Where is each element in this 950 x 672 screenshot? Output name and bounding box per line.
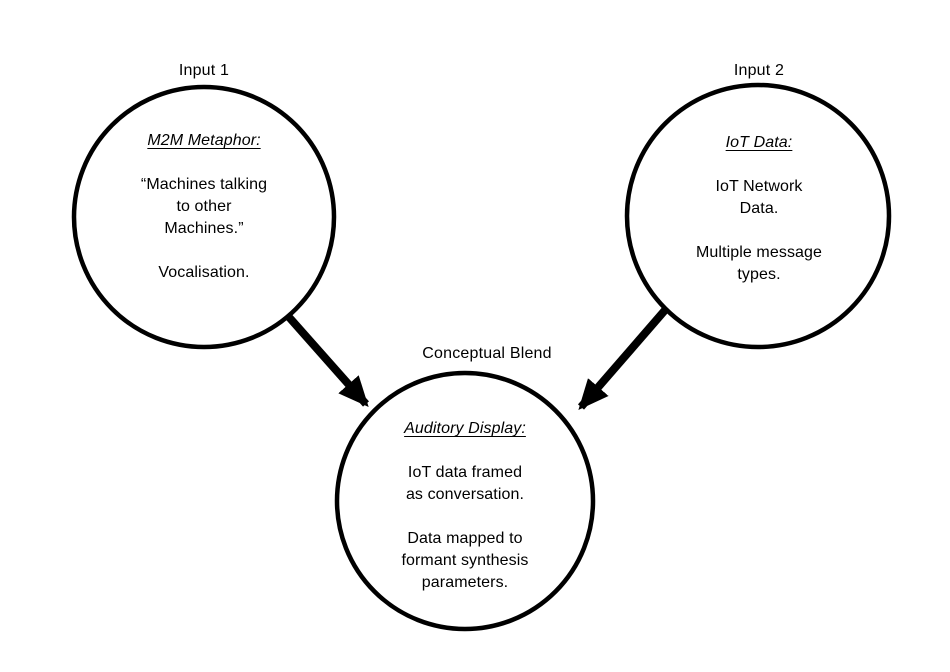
- input1-title: Input 1: [178, 62, 230, 79]
- arrow-input2-to-blend-icon: [577, 306, 670, 411]
- input2-content: IoT Data: IoT Network Data. Multiple mes…: [654, 132, 864, 286]
- input2-circle: [624, 82, 892, 350]
- input2-paragraph-1: IoT Network Data.: [715, 178, 803, 217]
- input1-heading: M2M Metaphor:: [147, 132, 261, 149]
- input2-paragraph-2: Multiple message types.: [695, 244, 823, 283]
- input1-paragraph-1: “Machines talking to other Machines.”: [140, 176, 268, 237]
- input1-content: M2M Metaphor: “Machines talking to other…: [104, 130, 304, 284]
- arrow-input1-to-blend-icon: [285, 313, 369, 407]
- blend-content: Auditory Display: IoT data framed as con…: [360, 418, 570, 594]
- blend-paragraph-1: IoT data framed as conversation.: [405, 464, 525, 503]
- input2-heading: IoT Data:: [725, 134, 793, 151]
- input1-circle: [71, 84, 337, 350]
- input1-paragraph-2: Vocalisation.: [158, 264, 250, 281]
- blend-circle: [334, 370, 596, 632]
- blend-paragraph-2: Data mapped to formant synthesis paramet…: [401, 530, 529, 591]
- input2-title: Input 2: [733, 62, 785, 79]
- blend-title: Conceptual Blend: [422, 345, 552, 362]
- blend-heading: Auditory Display:: [404, 420, 526, 437]
